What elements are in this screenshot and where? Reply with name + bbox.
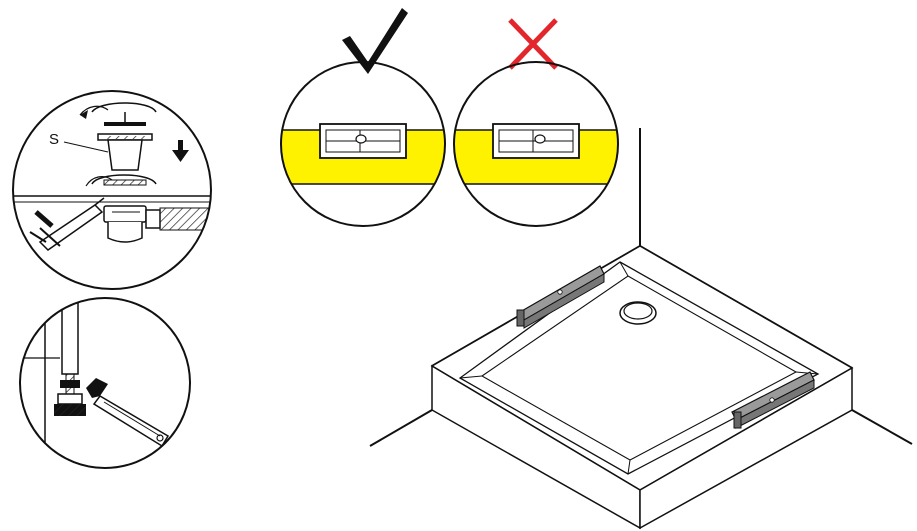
drain-trap <box>103 205 211 243</box>
cross-icon <box>508 18 558 70</box>
silicone-gun-icon <box>29 197 105 251</box>
wrench-icon <box>86 378 170 448</box>
arrow-down-icon <box>172 140 189 162</box>
drain-outlet <box>619 301 657 325</box>
drain-part-label: S <box>49 131 59 148</box>
check-icon <box>342 8 408 74</box>
drain-installation-detail: S <box>12 90 212 290</box>
wall-bracket-left <box>516 265 605 329</box>
shower-tray-corner <box>369 128 913 530</box>
leg-adjustment-detail <box>19 297 191 469</box>
wall-bracket-right <box>731 371 815 429</box>
level-correct-detail <box>280 8 446 227</box>
level-incorrect-detail <box>453 18 619 227</box>
